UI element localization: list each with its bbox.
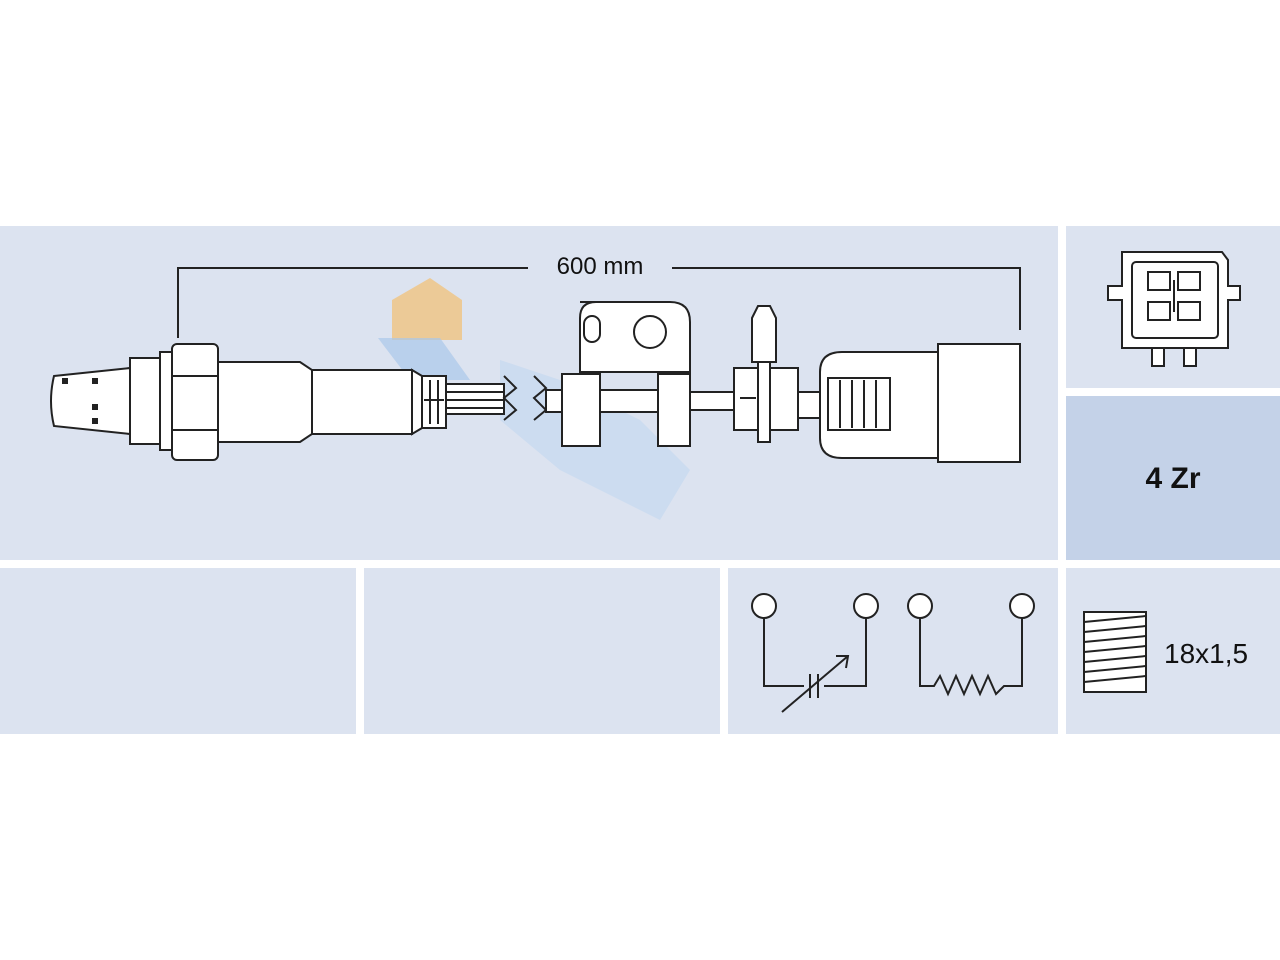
- wire-type-label: 4 Zr: [1145, 462, 1201, 495]
- thread-size-label: 18x1,5: [1164, 638, 1249, 669]
- empty-panel-1: [0, 568, 356, 734]
- empty-panel-2: [364, 568, 720, 734]
- wire-type-panel: [1066, 396, 1280, 560]
- dimension-length-label: 600 mm: [556, 253, 644, 280]
- circuit-panel: [728, 568, 1058, 734]
